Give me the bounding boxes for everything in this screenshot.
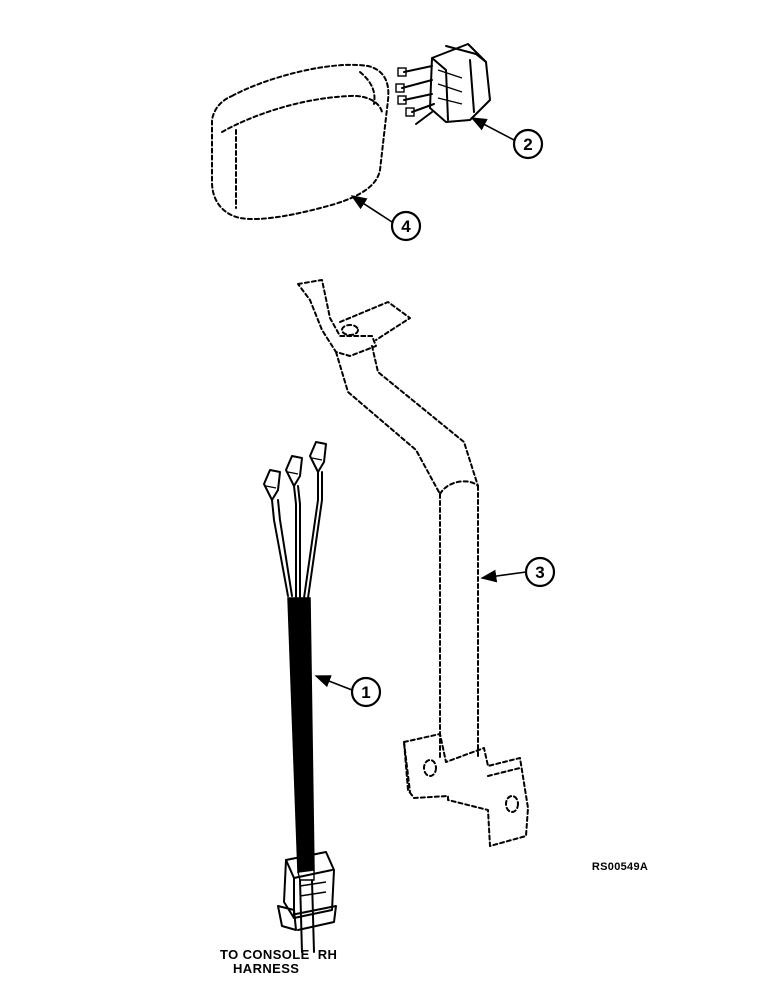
callout-4: 4 — [350, 195, 422, 242]
mounting-bracket-part — [297, 279, 529, 847]
reference-code: RS00549A — [592, 861, 648, 873]
wiring-harness-part — [263, 441, 337, 953]
switch-bezel-part — [211, 63, 390, 221]
callout-3: 3 — [480, 556, 556, 588]
rocker-switch-part — [395, 43, 491, 125]
callout-2-label: 2 — [523, 135, 532, 154]
callout-1-label: 1 — [361, 683, 370, 702]
callout-4-label: 4 — [401, 217, 411, 236]
callout-1: 1 — [314, 675, 382, 708]
callout-3-label: 3 — [535, 563, 544, 582]
harness-note-line-1: TO CONSOLE RH — [220, 947, 337, 962]
callout-2: 2 — [470, 117, 544, 160]
harness-note-line-2: HARNESS — [233, 961, 299, 976]
